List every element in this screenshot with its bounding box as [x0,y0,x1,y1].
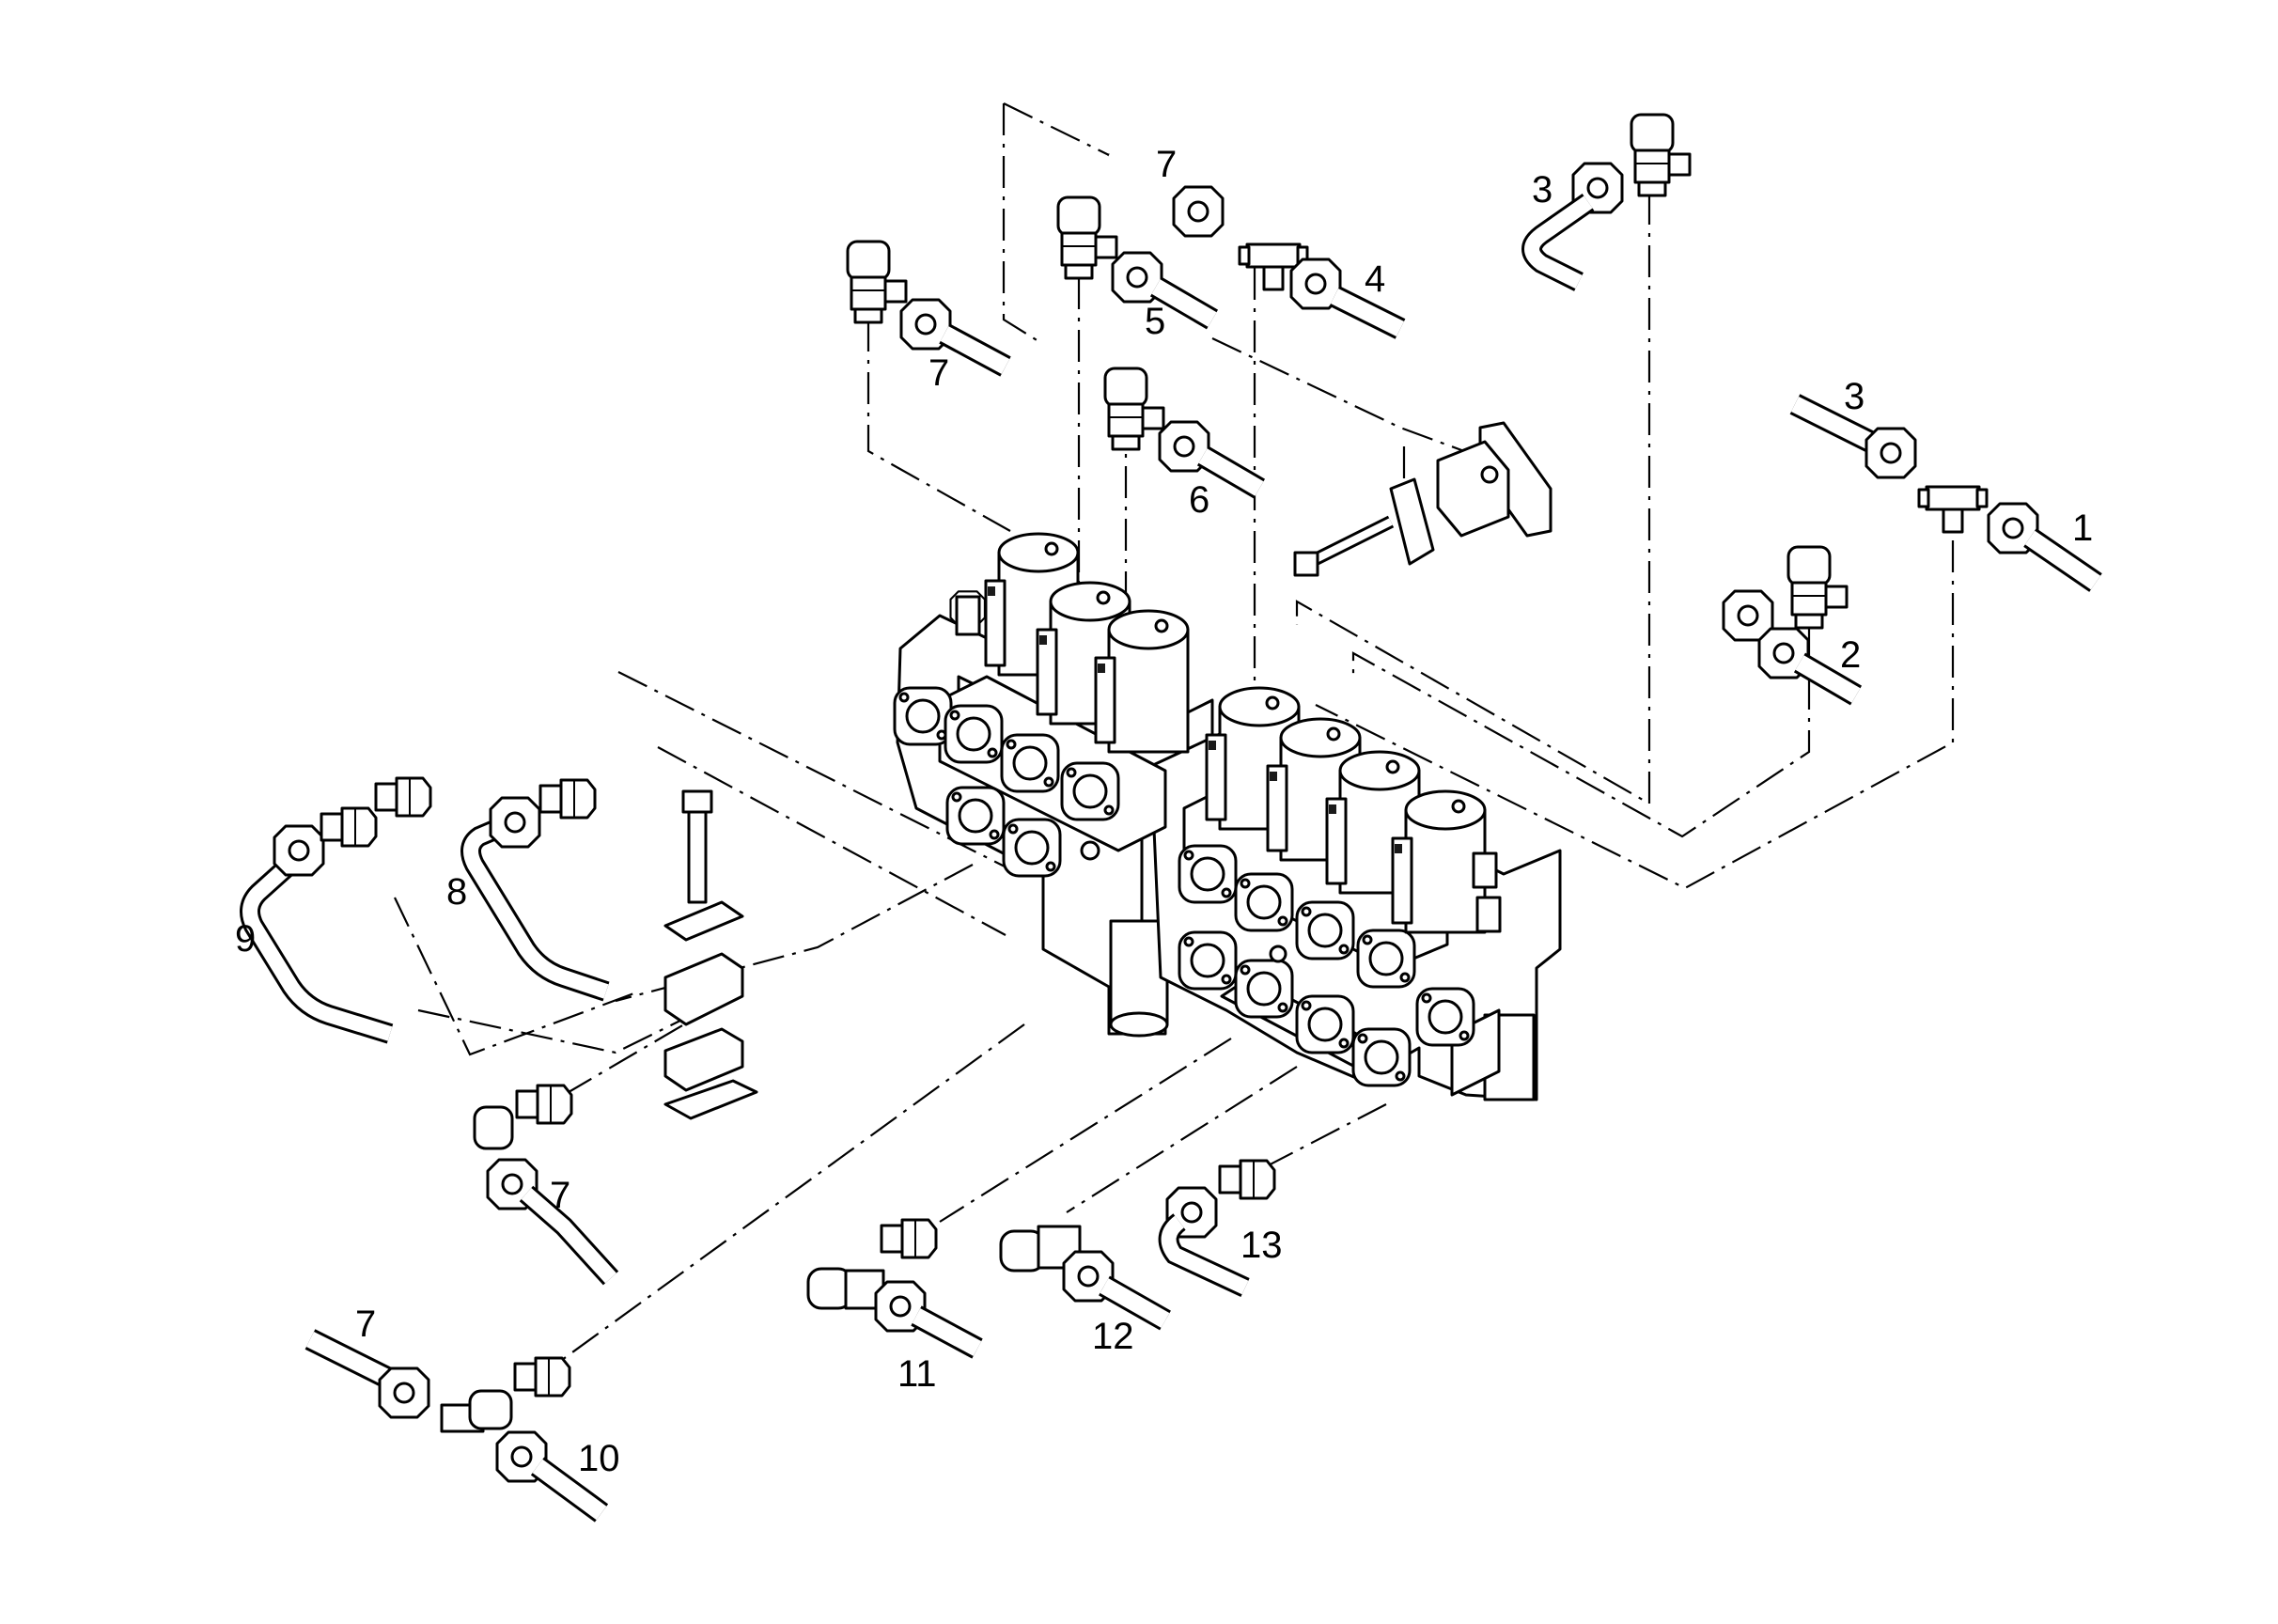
callout-12: 12 [1092,1316,1134,1357]
callout-10: 10 [578,1438,620,1479]
callout-1: 1 [2072,508,2093,549]
top-fittings [846,113,1692,577]
callout-labels: 1 2 3 3 4 5 6 7 7 7 7 8 9 10 11 12 13 [235,144,2093,1479]
callout-9: 9 [235,918,256,960]
callout-7-top: 7 [1156,144,1177,185]
control-valve-block [893,532,1562,1101]
callout-6: 6 [1189,479,1209,521]
callout-5: 5 [1145,301,1165,342]
callout-13: 13 [1240,1225,1283,1266]
callout-11: 11 [897,1353,937,1395]
callout-7-left: 7 [550,1175,570,1216]
callout-7-bottom-left: 7 [355,1304,376,1345]
callout-4: 4 [1365,258,1385,300]
left-fittings [240,776,758,1522]
bottom-fittings [806,1159,1276,1359]
right-fittings [1722,394,2102,706]
callout-3-right: 3 [1844,376,1865,417]
callout-2: 2 [1840,634,1861,676]
callout-7-upper-left: 7 [928,352,949,394]
callout-3-top: 3 [1532,169,1552,211]
callout-8: 8 [446,871,467,913]
